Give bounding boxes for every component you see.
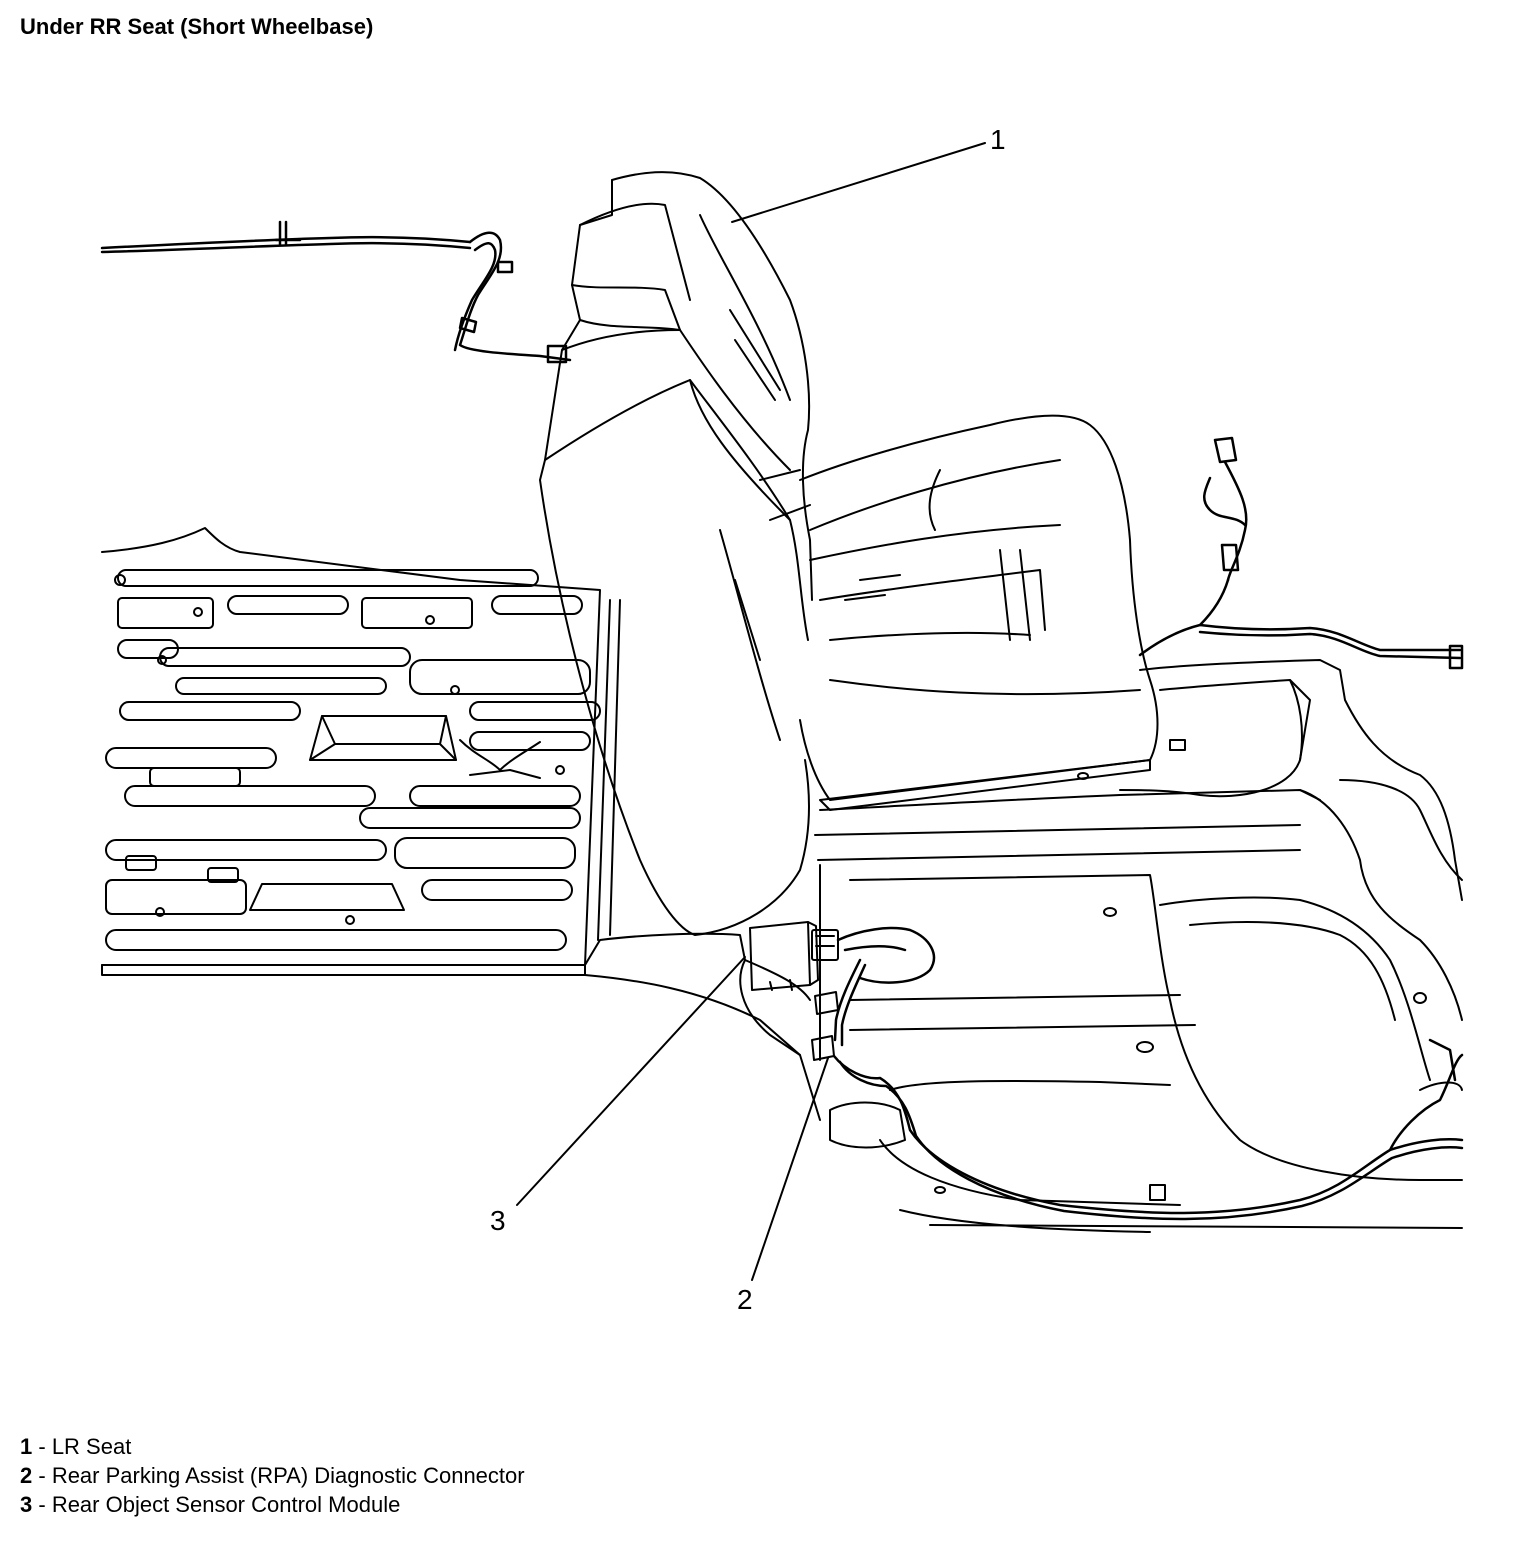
legend-item: 1 - LR Seat: [20, 1432, 525, 1461]
wiring-harness-upper: [100, 220, 572, 364]
leader-2: [751, 1057, 829, 1281]
lr-seat: [539, 171, 1159, 936]
legend-separator: -: [32, 1434, 52, 1459]
diagram-title: Under RR Seat (Short Wheelbase): [20, 14, 374, 39]
legend-item: 2 - Rear Parking Assist (RPA) Diagnostic…: [20, 1461, 525, 1490]
right-floor-panel: [814, 659, 1463, 1233]
legend-label: LR Seat: [51, 1434, 132, 1459]
wiring-harness-right: [1138, 436, 1464, 670]
legend-separator: -: [32, 1492, 52, 1517]
legend-separator: -: [32, 1463, 52, 1488]
wiring-harness-floor: [832, 926, 1464, 1221]
floor-rail: [584, 599, 821, 1121]
legend-label: Rear Parking Assist (RPA) Diagnostic Con…: [51, 1463, 525, 1488]
legend-item: 3 - Rear Object Sensor Control Module: [20, 1490, 525, 1519]
left-floor-panel: [101, 527, 601, 976]
legend-label: Rear Object Sensor Control Module: [51, 1492, 401, 1517]
rpa-diagnostic-connector: [811, 991, 839, 1061]
leader-1: [731, 142, 986, 223]
legend: 1 - LR Seat 2 - Rear Parking Assist (RPA…: [20, 1432, 525, 1519]
legend-number: 2: [20, 1463, 33, 1488]
callout-3: 3: [490, 1205, 506, 1236]
leader-3: [516, 956, 746, 1206]
callout-1: 1: [990, 124, 1006, 155]
legend-number: 1: [20, 1434, 33, 1459]
callout-leaders: [516, 142, 986, 1281]
legend-number: 3: [20, 1492, 33, 1517]
rear-object-sensor-control-module: [749, 921, 839, 991]
callout-2: 2: [737, 1284, 753, 1315]
